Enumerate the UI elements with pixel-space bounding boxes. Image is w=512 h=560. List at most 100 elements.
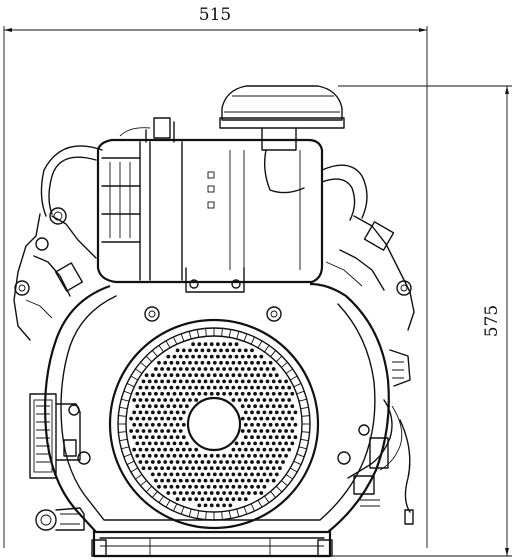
screen-hole [154, 466, 158, 471]
screen-hole [154, 478, 158, 483]
screen-hole [166, 491, 171, 495]
screen-hole [271, 453, 276, 458]
screen-hole [250, 460, 254, 464]
screen-hole [212, 472, 217, 477]
screen-hole [200, 460, 205, 464]
screen-hole [194, 497, 199, 502]
screen-hole [256, 360, 261, 365]
screen-hole [212, 497, 217, 502]
screen-hole [265, 478, 270, 483]
screen-hole [274, 472, 279, 477]
screen-tooth [275, 485, 283, 493]
screen-hole [147, 441, 152, 446]
screen-tooth [180, 333, 185, 342]
screen-hole [271, 466, 276, 471]
screen-hole [259, 441, 264, 446]
screen-hole [253, 354, 257, 359]
screen-hole [287, 398, 292, 402]
screen-hole [256, 447, 261, 452]
screen-hole [284, 441, 288, 446]
screen-hole [231, 398, 236, 402]
screen-hole [259, 491, 264, 495]
screen-hole [188, 447, 192, 452]
screen-hole [203, 379, 208, 384]
screen-hole [268, 422, 273, 427]
screen-hole [250, 422, 254, 427]
screen-hole [265, 391, 270, 396]
screen-hole [163, 398, 168, 402]
screen-hole [262, 422, 267, 427]
screen-hole [265, 416, 270, 421]
screen-hole [175, 472, 180, 477]
flywheel-screen [108, 318, 320, 530]
screen-hole [237, 447, 242, 452]
screen-tooth [135, 368, 143, 374]
screen-hole [166, 466, 171, 471]
screen-hole [247, 404, 251, 409]
screen-hole [228, 478, 233, 483]
screen-hole [231, 460, 236, 464]
screen-hole [141, 441, 146, 446]
screen-hole [169, 410, 174, 415]
screen-hole [250, 447, 254, 452]
screen-hole [135, 453, 140, 458]
screen-hole [271, 478, 276, 483]
screen-hole [144, 398, 149, 402]
screen-hole [178, 416, 183, 421]
screen-tooth [121, 446, 130, 450]
screen-hole [216, 342, 220, 347]
screen-hole [206, 385, 211, 390]
screen-hole [259, 354, 264, 359]
screen-hole [268, 460, 273, 464]
screen-tooth [228, 329, 232, 338]
screen-hole [240, 491, 245, 495]
screen-hole [194, 484, 199, 489]
screen-tooth [257, 340, 263, 349]
screen-hole [216, 379, 220, 384]
screen-hole [181, 497, 186, 502]
screen-hole [250, 410, 254, 415]
mounting-base [91, 530, 333, 558]
screen-hole [293, 410, 298, 415]
screen-hole [181, 398, 186, 402]
screen-hole [154, 391, 158, 396]
screen-hole [225, 385, 230, 390]
screen-hole [160, 466, 165, 471]
screen-hole [141, 416, 146, 421]
screen-hole [132, 447, 137, 452]
screen-hole [166, 478, 171, 483]
screen-hole [231, 472, 236, 477]
screen-hole [150, 460, 155, 464]
screen-hole [253, 466, 257, 471]
screen-hole [240, 391, 245, 396]
screen-hole [237, 497, 242, 502]
screen-tooth [243, 333, 248, 342]
screen-hole [243, 398, 248, 402]
screen-hole [147, 391, 152, 396]
screen-hole [265, 466, 270, 471]
screen-tooth [250, 336, 255, 345]
screen-hole [141, 379, 146, 384]
screen-hole [185, 478, 189, 483]
screen-hole [247, 478, 251, 483]
screen-hole [290, 404, 295, 409]
screen-tooth [196, 329, 200, 338]
screen-hole [188, 497, 192, 502]
screen-hole [200, 484, 205, 489]
screen-hole [212, 460, 217, 464]
screen-hole [234, 391, 239, 396]
screen-hole [150, 398, 155, 402]
screen-hole [234, 354, 239, 359]
screen-hole [225, 373, 230, 378]
screen-hole [178, 491, 183, 495]
screen-hole [160, 379, 165, 384]
screen-hole [278, 416, 282, 421]
screen-hole [284, 379, 288, 384]
screen-hole [265, 429, 270, 433]
screen-tooth [301, 415, 310, 417]
screen-hole [212, 360, 217, 365]
screen-hole [150, 422, 155, 427]
screen-hole [228, 503, 233, 508]
screen-hole [237, 460, 242, 464]
screen-hole [185, 354, 189, 359]
